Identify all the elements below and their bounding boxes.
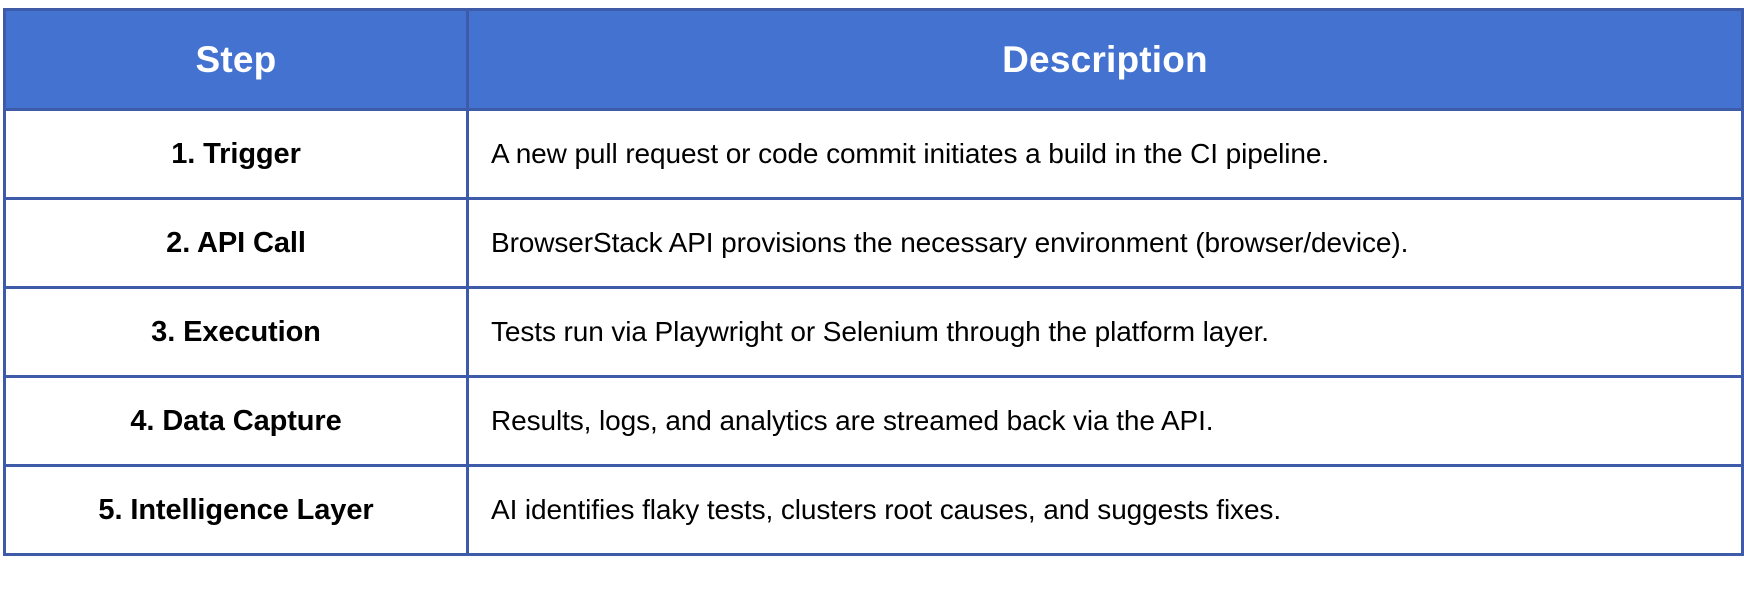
- table-row: 4. Data Capture Results, logs, and analy…: [3, 375, 1744, 467]
- cell-description: BrowserStack API provisions the necessar…: [466, 197, 1744, 289]
- cell-description: A new pull request or code commit initia…: [466, 108, 1744, 200]
- table-row: 1. Trigger A new pull request or code co…: [3, 108, 1744, 200]
- cell-description: AI identifies flaky tests, clusters root…: [466, 464, 1744, 556]
- column-header-description: Description: [466, 8, 1744, 111]
- cell-description: Tests run via Playwright or Selenium thr…: [466, 286, 1744, 378]
- table-header: Step Description: [3, 8, 1744, 111]
- cell-step: 1. Trigger: [3, 108, 469, 200]
- cell-description: Results, logs, and analytics are streame…: [466, 375, 1744, 467]
- cell-step: 2. API Call: [3, 197, 469, 289]
- table-row: 2. API Call BrowserStack API provisions …: [3, 197, 1744, 289]
- table-body: 1. Trigger A new pull request or code co…: [3, 108, 1744, 556]
- column-header-step: Step: [3, 8, 469, 111]
- table-header-row: Step Description: [3, 8, 1744, 111]
- cell-step: 3. Execution: [3, 286, 469, 378]
- table-row: 5. Intelligence Layer AI identifies flak…: [3, 464, 1744, 556]
- cell-step: 4. Data Capture: [3, 375, 469, 467]
- cell-step: 5. Intelligence Layer: [3, 464, 469, 556]
- ci-pipeline-steps-table: Step Description 1. Trigger A new pull r…: [3, 8, 1744, 556]
- table-row: 3. Execution Tests run via Playwright or…: [3, 286, 1744, 378]
